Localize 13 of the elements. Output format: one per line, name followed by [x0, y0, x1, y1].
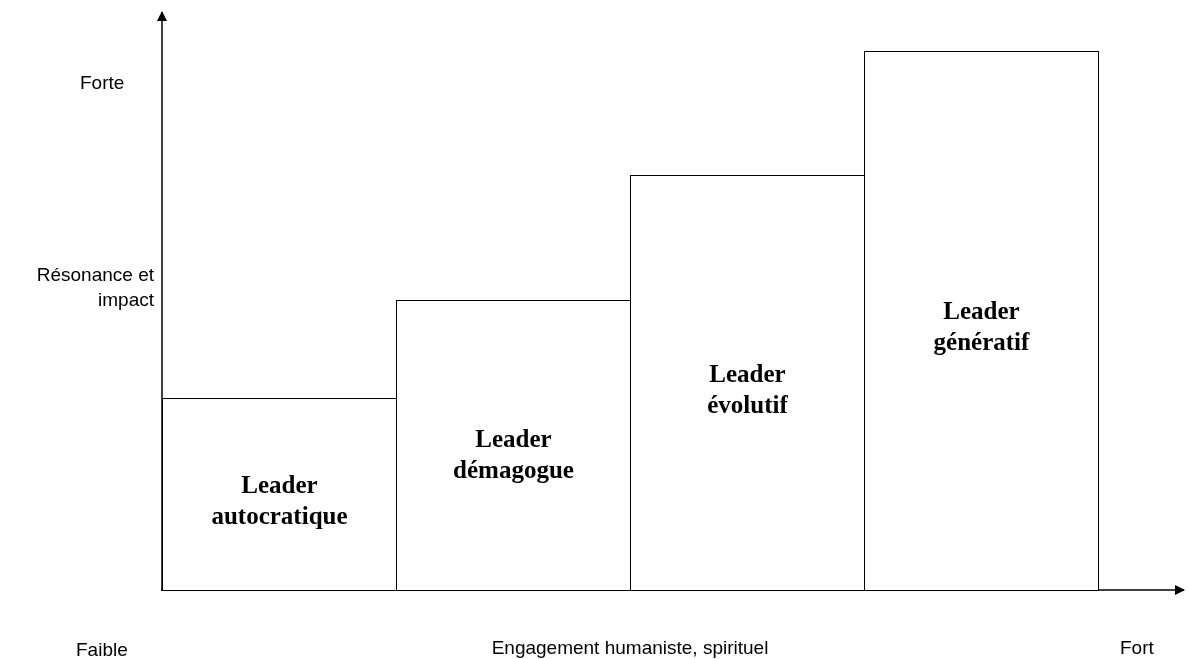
axis-label: Forte — [80, 71, 126, 95]
bar — [396, 300, 631, 591]
bar — [630, 175, 865, 591]
axis-label: Fort — [1120, 636, 1155, 659]
bar-label: Leader autocratique — [210, 470, 349, 531]
bar-label: Leader évolutif — [706, 359, 789, 420]
bar-label: Leader démagogue — [452, 424, 575, 485]
axis-label: Résonance et impact — [35, 263, 154, 312]
axis-title: Engagement humaniste, spirituel — [490, 636, 770, 659]
bar — [864, 51, 1099, 591]
axis-label: Faible — [76, 638, 129, 659]
bar-label: Leader génératif — [932, 296, 1031, 357]
bar — [162, 398, 397, 591]
